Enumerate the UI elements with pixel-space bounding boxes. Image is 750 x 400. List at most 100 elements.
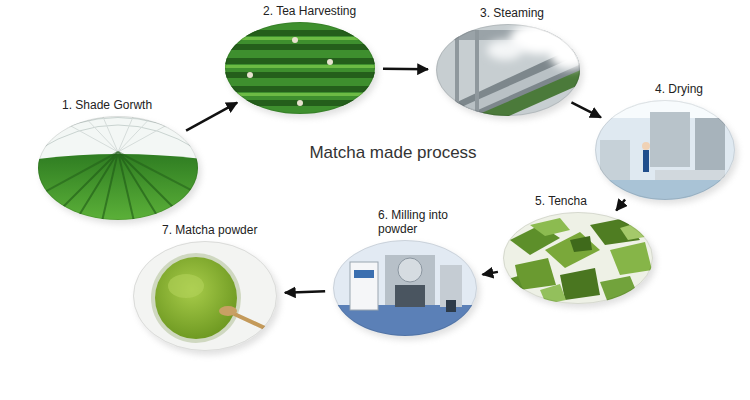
step-label: 7. Matcha powder <box>162 223 257 237</box>
steaming-photo-part <box>470 66 590 120</box>
process-step: 6. Milling into powder <box>333 240 477 336</box>
process-step: 7. Matcha powder <box>133 241 277 351</box>
step-outline <box>38 116 198 220</box>
drying-photo-part <box>643 150 649 172</box>
matcha-powder-photo-part <box>130 238 280 358</box>
drying-photo-part <box>642 142 650 150</box>
tencha-photo-part <box>560 268 600 300</box>
drying-photo-part <box>655 170 725 180</box>
tea-field-photo-part <box>220 30 380 36</box>
shade-growth-photo-part <box>80 112 156 152</box>
step-label: 6. Milling into powder <box>378 208 466 236</box>
step-label: 4. Drying <box>655 82 703 96</box>
step-caption-box: 1. Shade Gorwth <box>62 95 152 113</box>
shade-growth-photo-part <box>60 120 176 152</box>
shade-growth-photo-part <box>40 152 196 230</box>
step-label: 5. Tencha <box>535 194 587 208</box>
step-caption-box: 5. Tencha <box>535 191 587 209</box>
flow-arrow <box>616 200 625 211</box>
milling-photo <box>330 238 480 340</box>
steaming-photo-part <box>455 30 459 120</box>
step-label: 3. Steaming <box>480 6 544 20</box>
process-step: 3. Steaming <box>436 24 580 116</box>
shade-growth-photo-part <box>30 154 210 230</box>
flow-arrow <box>483 272 498 275</box>
step-ellipse <box>596 101 735 200</box>
step-outline <box>225 22 375 114</box>
step-ellipse <box>504 213 653 304</box>
matcha-powder-photo-part <box>151 253 241 343</box>
step-label: 1. Shade Gorwth <box>62 98 152 112</box>
tea-field-photo-part <box>220 93 380 96</box>
drying-photo <box>590 95 740 210</box>
flow-arrow <box>186 103 237 131</box>
process-step: 5. Tencha <box>503 212 653 304</box>
tea-field-photo-part <box>247 72 253 78</box>
steaming-photo-part <box>430 20 590 120</box>
tea-field-photo-part <box>220 58 380 64</box>
step-outline <box>503 212 653 304</box>
step-ellipse <box>334 241 477 336</box>
tea-field-photo-part <box>292 37 298 43</box>
milling-photo-part <box>354 270 374 278</box>
flow-arrow <box>571 102 600 117</box>
tea-field-photo-part <box>220 65 380 68</box>
step-ellipse <box>226 23 375 114</box>
tea-field-photo-part <box>220 100 380 106</box>
process-step: 1. Shade Gorwth <box>38 116 198 220</box>
tea-field-photo-part <box>220 86 380 92</box>
matcha-powder-photo-part <box>155 257 237 339</box>
step-ellipse <box>134 242 277 351</box>
drying-photo-part <box>695 118 725 178</box>
step-caption-box: 2. Tea Harvesting <box>263 1 356 19</box>
step-outline <box>133 241 277 351</box>
milling-photo-part <box>350 262 378 310</box>
shade-growth-photo-part <box>38 125 198 150</box>
milling-photo-part <box>395 285 425 307</box>
shade-growth-photo-part <box>30 152 210 200</box>
step-caption-box: 6. Milling into powder <box>378 208 466 237</box>
flow-arrow <box>383 68 428 71</box>
process-step: 2. Tea Harvesting <box>225 22 375 114</box>
milling-photo-part <box>446 300 456 312</box>
tencha-photo-part <box>610 242 652 275</box>
milling-photo-part <box>398 258 422 282</box>
tencha-photo-part <box>600 276 640 303</box>
step-outline <box>595 100 735 200</box>
matcha-powder-photo-part <box>230 312 282 336</box>
tea-field-photo <box>220 20 380 120</box>
tea-field-photo-part <box>220 44 380 50</box>
tea-field-photo-part <box>220 72 380 78</box>
tea-field-photo-part <box>327 59 333 65</box>
step-ellipse <box>437 25 580 116</box>
steaming-photo-part-part <box>487 40 523 60</box>
tencha-photo-part <box>505 276 524 295</box>
shade-growth-photo-part <box>30 110 210 230</box>
steaming-photo-part-part <box>550 41 590 69</box>
tencha-photo-part <box>545 232 600 268</box>
tencha-photo-part <box>620 222 650 240</box>
steaming-photo <box>430 20 590 120</box>
tencha-photo-part <box>570 236 592 252</box>
shade-growth-photo-part <box>38 118 198 141</box>
process-step: 4. Drying <box>595 100 735 200</box>
matcha-powder-photo <box>130 238 282 358</box>
diagram-title: Matcha made process <box>309 143 476 163</box>
tea-field-photo-part <box>297 100 303 106</box>
steaming-photo-part <box>475 30 479 120</box>
matcha-powder-photo-part <box>219 306 237 316</box>
step-outline <box>436 24 580 116</box>
tea-field-photo-part <box>220 20 380 120</box>
shade-growth-photo <box>30 110 210 230</box>
step-caption-box: 4. Drying <box>655 79 703 97</box>
step-ellipse <box>39 117 198 220</box>
steaming-photo-part <box>440 40 590 120</box>
flow-arrow <box>285 291 325 293</box>
matcha-powder-photo-part <box>168 274 204 298</box>
drying-photo-part <box>590 180 740 210</box>
tencha-photo-part <box>500 210 660 310</box>
step-caption-box: 3. Steaming <box>480 3 544 21</box>
